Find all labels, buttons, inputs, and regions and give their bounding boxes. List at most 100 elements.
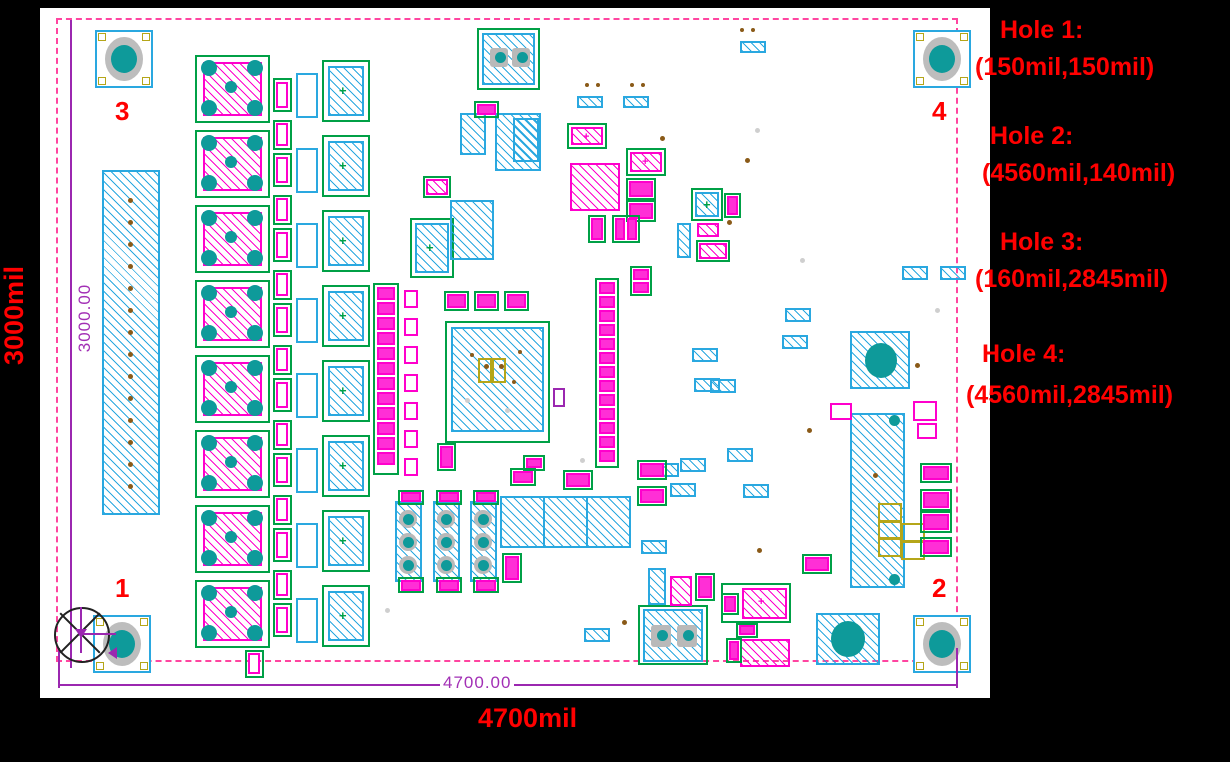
component-body[interactable] bbox=[577, 96, 603, 108]
pad[interactable] bbox=[404, 402, 418, 420]
pad[interactable] bbox=[377, 317, 395, 330]
pad[interactable] bbox=[377, 407, 395, 420]
component-outline[interactable] bbox=[322, 360, 370, 422]
component-body[interactable] bbox=[584, 628, 610, 642]
component-pad[interactable] bbox=[276, 198, 288, 221]
component-pad[interactable] bbox=[276, 307, 288, 333]
pad[interactable] bbox=[724, 596, 736, 612]
pad[interactable] bbox=[513, 471, 533, 483]
component-pad[interactable] bbox=[276, 498, 288, 521]
component-outline[interactable] bbox=[273, 603, 292, 637]
pad[interactable] bbox=[640, 463, 664, 477]
pad[interactable] bbox=[599, 352, 615, 364]
pad[interactable] bbox=[615, 218, 625, 240]
component-body[interactable] bbox=[415, 223, 449, 273]
component-body[interactable] bbox=[296, 223, 318, 268]
component-body[interactable] bbox=[710, 379, 736, 393]
pad[interactable] bbox=[447, 294, 466, 308]
component-outline[interactable] bbox=[567, 123, 607, 149]
pad-strip-outline[interactable] bbox=[595, 278, 619, 468]
pad[interactable] bbox=[404, 430, 418, 448]
pad[interactable] bbox=[404, 458, 418, 476]
mounting-hole-2[interactable] bbox=[913, 615, 971, 673]
pad[interactable] bbox=[404, 290, 418, 308]
pad[interactable] bbox=[401, 492, 421, 502]
pad[interactable] bbox=[599, 324, 615, 336]
component-outline[interactable] bbox=[436, 577, 462, 593]
component-body[interactable] bbox=[328, 366, 364, 416]
pad[interactable] bbox=[739, 625, 755, 635]
pad[interactable] bbox=[599, 394, 615, 406]
component-outline[interactable] bbox=[510, 468, 536, 486]
pad[interactable] bbox=[404, 346, 418, 364]
component-pad[interactable] bbox=[276, 532, 288, 558]
component-outline[interactable] bbox=[273, 303, 292, 337]
component-pad[interactable] bbox=[630, 152, 662, 172]
component-body[interactable] bbox=[670, 483, 696, 497]
component-outline[interactable] bbox=[920, 463, 952, 483]
component-pad[interactable] bbox=[276, 82, 288, 108]
component-body[interactable] bbox=[328, 216, 364, 266]
component-pad[interactable] bbox=[276, 123, 288, 146]
component-outline[interactable] bbox=[398, 490, 424, 505]
component-outline[interactable] bbox=[195, 505, 270, 573]
component-outline[interactable] bbox=[322, 210, 370, 272]
component-body[interactable] bbox=[296, 73, 318, 118]
pad[interactable] bbox=[599, 366, 615, 378]
component-outline[interactable] bbox=[626, 148, 666, 176]
component-body[interactable] bbox=[460, 113, 486, 155]
component-outline[interactable] bbox=[273, 570, 292, 600]
pad[interactable] bbox=[599, 296, 615, 308]
component-outline[interactable] bbox=[637, 460, 667, 480]
component-outline[interactable] bbox=[322, 585, 370, 647]
component-body[interactable] bbox=[500, 496, 545, 548]
component-outline[interactable] bbox=[273, 420, 292, 450]
component-outline[interactable] bbox=[878, 537, 902, 557]
component-body[interactable] bbox=[328, 66, 364, 116]
component-pad[interactable] bbox=[276, 457, 288, 483]
component-pad[interactable] bbox=[276, 573, 288, 596]
component-outline[interactable] bbox=[502, 553, 522, 583]
component-outline[interactable] bbox=[273, 153, 292, 187]
pad[interactable] bbox=[599, 436, 615, 448]
component-body[interactable] bbox=[328, 141, 364, 191]
component-outline[interactable] bbox=[436, 490, 462, 505]
component-outline[interactable] bbox=[273, 345, 292, 375]
component-body[interactable] bbox=[328, 516, 364, 566]
component-body[interactable] bbox=[296, 523, 318, 568]
component-body[interactable] bbox=[641, 540, 667, 554]
component-outline[interactable] bbox=[273, 78, 292, 112]
connector-outline[interactable] bbox=[638, 605, 708, 665]
pad[interactable] bbox=[401, 580, 421, 591]
pad[interactable] bbox=[566, 473, 590, 487]
component-outline[interactable] bbox=[273, 495, 292, 525]
component-pad[interactable] bbox=[276, 157, 288, 183]
component-outline[interactable] bbox=[273, 228, 292, 262]
component-outline[interactable] bbox=[920, 489, 952, 511]
component-outline[interactable] bbox=[920, 537, 952, 557]
pad[interactable] bbox=[729, 641, 739, 660]
component-body[interactable] bbox=[902, 266, 928, 280]
pad[interactable] bbox=[377, 302, 395, 315]
ic-marker[interactable] bbox=[553, 388, 565, 407]
component-outline[interactable] bbox=[474, 291, 499, 311]
component-outline[interactable] bbox=[322, 60, 370, 122]
component-outline[interactable] bbox=[696, 240, 730, 262]
component-outline[interactable] bbox=[563, 470, 593, 490]
pad[interactable] bbox=[923, 492, 949, 508]
pad[interactable] bbox=[599, 422, 615, 434]
component-outline[interactable] bbox=[695, 573, 715, 601]
component-body[interactable] bbox=[328, 591, 364, 641]
component-body[interactable] bbox=[102, 170, 160, 515]
component-body[interactable] bbox=[623, 96, 649, 108]
component-outline[interactable] bbox=[878, 503, 902, 523]
pad[interactable] bbox=[599, 310, 615, 322]
pad[interactable] bbox=[377, 347, 395, 360]
component-body[interactable] bbox=[940, 266, 966, 280]
mounting-hole-4[interactable] bbox=[913, 30, 971, 88]
component-pad[interactable] bbox=[426, 179, 448, 195]
component-outline[interactable] bbox=[273, 195, 292, 225]
pad[interactable] bbox=[377, 452, 395, 465]
component-body[interactable] bbox=[740, 639, 790, 667]
component-outline[interactable] bbox=[195, 55, 270, 123]
